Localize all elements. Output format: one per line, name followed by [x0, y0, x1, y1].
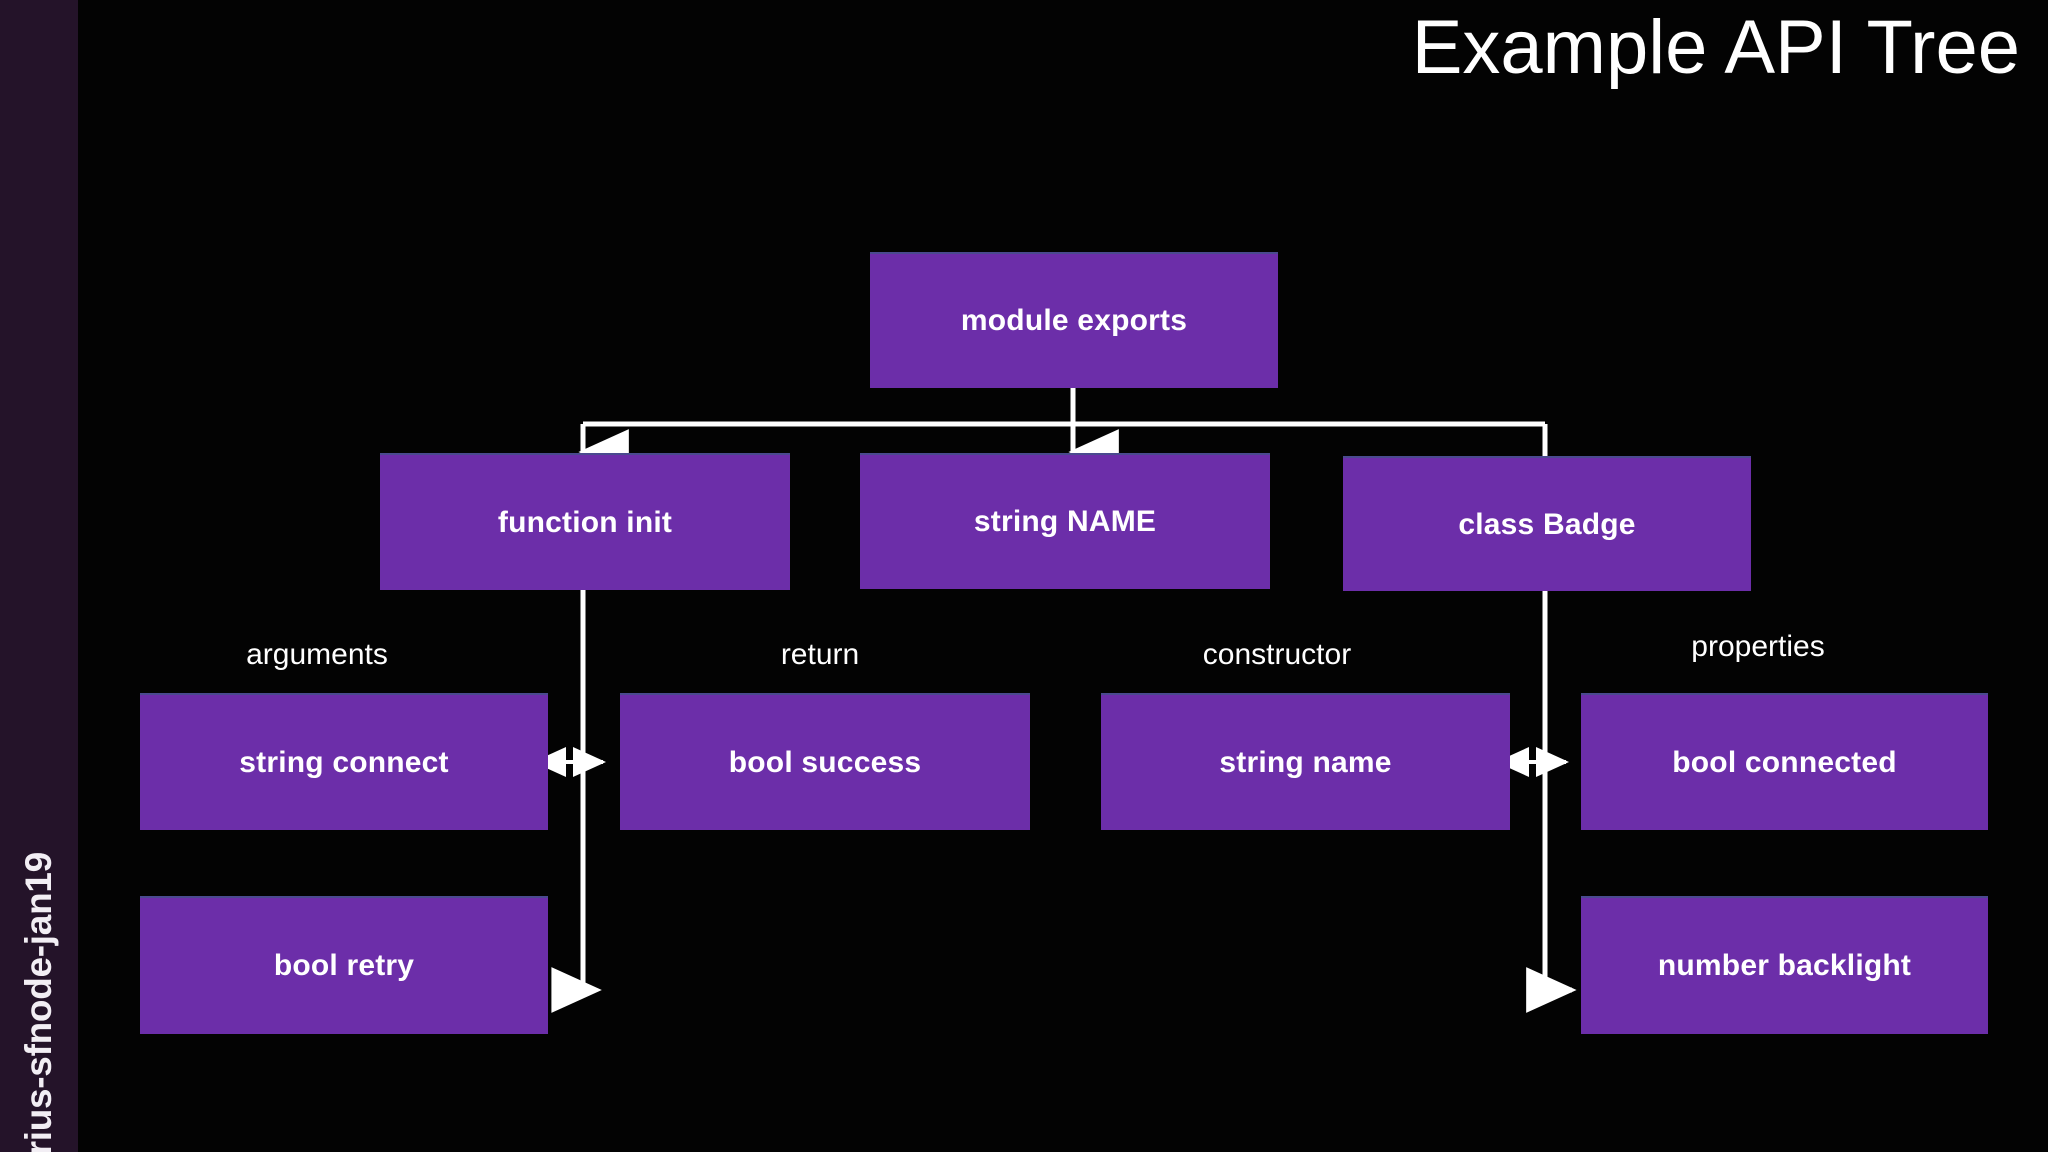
- node-label: bool connected: [1672, 745, 1897, 779]
- node-label: class Badge: [1458, 507, 1636, 541]
- sidebar: aka.ms/nebrius-sfnode-jan19: [0, 0, 78, 1152]
- edge-function-init-to-bool-retry: [551, 590, 602, 1013]
- node-class-badge[interactable]: class Badge: [1343, 456, 1751, 591]
- page-title: Example API Tree: [1411, 5, 2020, 90]
- edge-label-arguments: arguments: [246, 638, 388, 671]
- node-label: module exports: [960, 304, 1188, 337]
- sidebar-url-text: aka.ms/nebrius-sfnode-jan19: [18, 852, 59, 1152]
- edge-class-badge-to-number-backlight: [1526, 590, 1577, 1013]
- node-label: string connect: [239, 745, 449, 779]
- node-bool-retry[interactable]: bool retry: [140, 896, 548, 1034]
- node-module-exports[interactable]: module exports: [870, 252, 1278, 388]
- node-function-init[interactable]: function init: [380, 453, 790, 590]
- node-label: string NAME: [973, 505, 1157, 538]
- node-number-backlight[interactable]: number backlight: [1581, 896, 1988, 1034]
- node-label: bool success: [728, 745, 922, 779]
- edge-label-constructor: constructor: [1202, 638, 1352, 671]
- node-label: string name: [1219, 745, 1392, 779]
- node-bool-success[interactable]: bool success: [620, 693, 1030, 830]
- node-string-name-prop[interactable]: string name: [1101, 693, 1510, 830]
- node-label: function init: [497, 505, 673, 539]
- node-label: number backlight: [1657, 949, 1912, 982]
- node-label: bool retry: [273, 949, 415, 982]
- node-string-connect[interactable]: string connect: [140, 693, 548, 830]
- sidebar-url-label: aka.ms/nebrius-sfnode-jan19: [0, 504, 78, 1152]
- node-bool-connected[interactable]: bool connected: [1581, 693, 1988, 830]
- node-string-name-const[interactable]: string NAME: [860, 453, 1270, 589]
- edge-label-return: return: [780, 638, 860, 671]
- edge-label-properties: properties: [1691, 630, 1825, 663]
